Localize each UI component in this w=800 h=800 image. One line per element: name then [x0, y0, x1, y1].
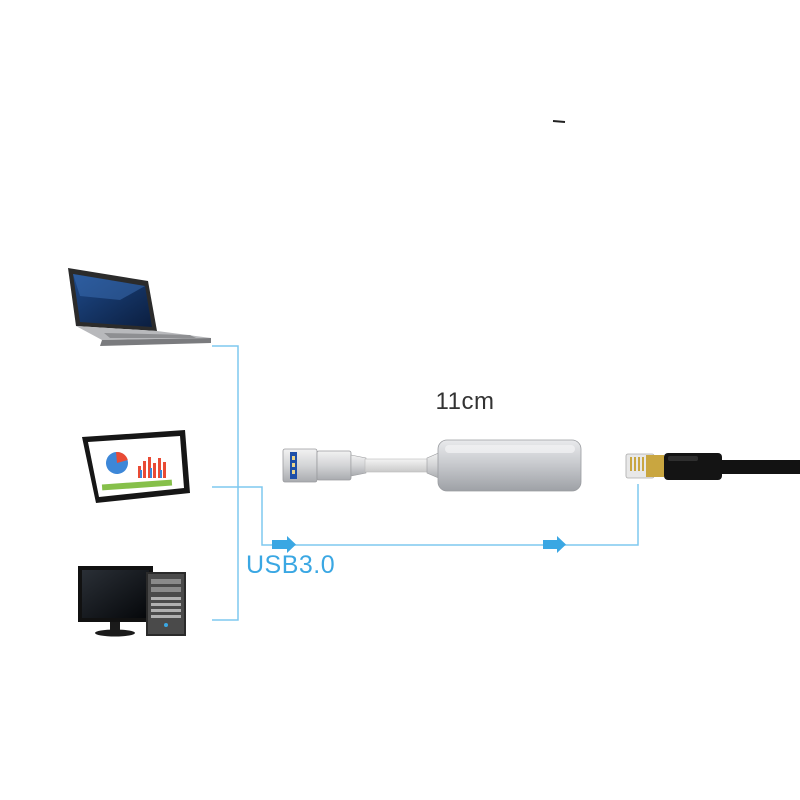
ethernet-cable: [720, 460, 800, 474]
short-cable: [364, 458, 430, 473]
usb-plug: [282, 448, 367, 483]
adapter-body: [426, 439, 582, 492]
cable-length-label: 11cm: [435, 388, 495, 415]
usb-interface-label: USB3.0: [246, 551, 336, 579]
laptop-icon: [68, 268, 211, 346]
desktop-computer-icon: [78, 566, 186, 637]
tablet-icon: [82, 430, 190, 503]
arrow-icon: [543, 536, 566, 553]
connector-lines: [212, 345, 639, 621]
arrow-icon: [272, 536, 296, 553]
stray-mark: [552, 120, 566, 123]
ethernet-plug: [625, 453, 722, 480]
